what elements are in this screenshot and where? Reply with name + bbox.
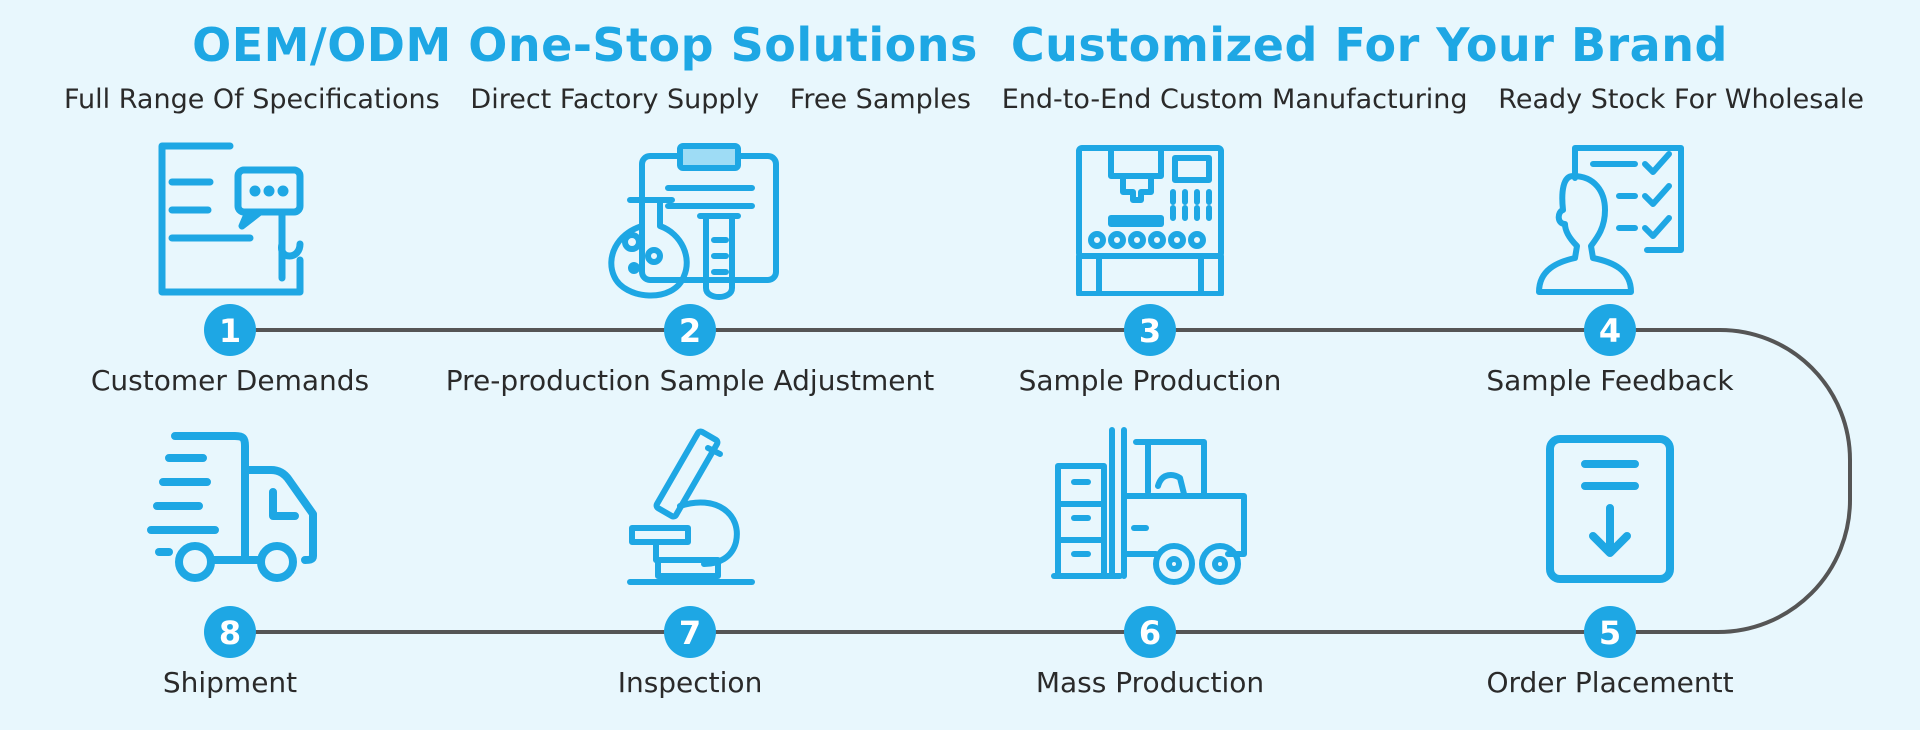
svg-text:5: 5 — [1599, 614, 1621, 652]
step-label: Shipment — [162, 666, 298, 699]
step-label: Customer Demands — [90, 364, 370, 397]
svg-text:6: 6 — [1139, 614, 1161, 652]
machine-icon — [1076, 145, 1224, 296]
svg-text:8: 8 — [219, 614, 241, 652]
step-badge: 6 — [1124, 606, 1176, 658]
checklist-person-icon — [1536, 145, 1684, 295]
step-label: Pre-production Sample Adjustment — [445, 364, 935, 397]
download-document-icon — [1546, 435, 1674, 583]
step-badge: 2 — [664, 304, 716, 356]
step-badge: 4 — [1584, 304, 1636, 356]
feature-item: End-to-End Custom Manufacturing — [1001, 84, 1468, 115]
forklift-icon — [1051, 427, 1247, 585]
step-badge: 7 — [664, 606, 716, 658]
svg-text:2: 2 — [679, 312, 701, 350]
step-label: Inspection — [617, 666, 763, 699]
document-chat-icon — [158, 142, 304, 296]
feature-list: Full Range Of Specifications Direct Fact… — [64, 84, 1864, 115]
step-badge: 8 — [204, 606, 256, 658]
svg-text:7: 7 — [679, 614, 701, 652]
svg-text:1: 1 — [219, 312, 241, 350]
feature-item: Ready Stock For Wholesale — [1498, 84, 1864, 115]
step-badge: 1 — [204, 304, 256, 356]
microscope-icon — [627, 428, 755, 585]
feature-item: Free Samples — [789, 84, 971, 115]
svg-text:4: 4 — [1599, 312, 1621, 350]
lab-flask-icon — [608, 143, 779, 300]
step-label: Order Placementt — [1486, 666, 1734, 699]
feature-item: Full Range Of Specifications — [64, 84, 440, 115]
step-label: Sample Feedback — [1486, 364, 1734, 397]
step-badge: 3 — [1124, 304, 1176, 356]
delivery-truck-icon — [147, 432, 317, 582]
svg-text:3: 3 — [1139, 312, 1161, 350]
step-label: Mass Production — [1035, 666, 1265, 699]
feature-item: Direct Factory Supply — [470, 84, 760, 115]
step-label: Sample Production — [1018, 364, 1282, 397]
step-badge: 5 — [1584, 606, 1636, 658]
page-title: OEM/ODM One-Stop Solutions Customized Fo… — [192, 18, 1728, 72]
